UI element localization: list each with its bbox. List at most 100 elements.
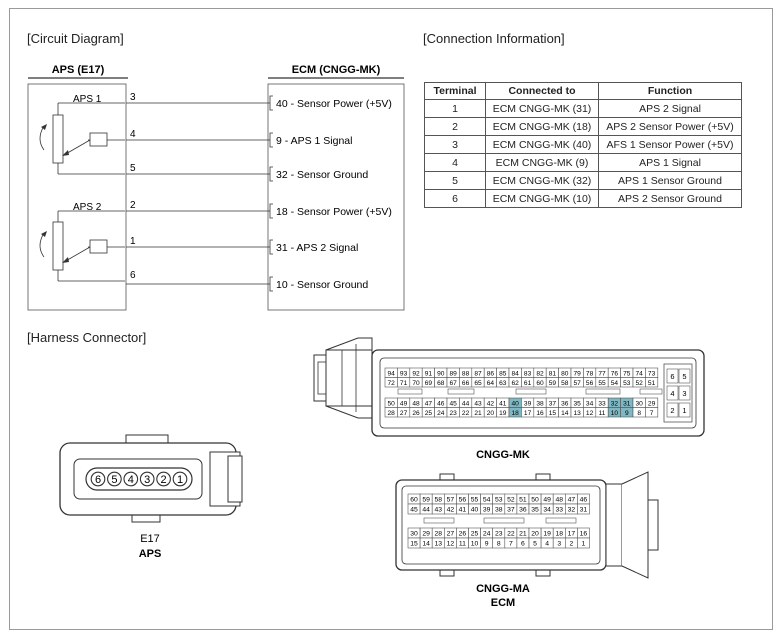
mk-pin-number: 90 [437,370,445,377]
mk-side-pin-number: 6 [670,372,674,381]
ma-pin-number: 1 [582,541,586,548]
mk-pin-number: 72 [388,380,396,387]
ma-pin-number: 48 [555,497,563,504]
ecm-pin-label: 40 - Sensor Power (+5V) [276,98,392,110]
mk-pin-number: 83 [524,370,532,377]
mk-pin-number: 39 [524,400,532,407]
header-connected-to: Connected to [485,82,599,100]
mk-pin-number: 67 [450,380,458,387]
mk-pin-number: 68 [437,380,445,387]
mk-pin-number: 89 [450,370,458,377]
ma-pin-number: 13 [434,541,442,548]
mk-side-pin-number: 5 [682,372,686,381]
mk-pin-number: 86 [487,370,495,377]
mk-pin-number: 33 [598,400,606,407]
mk-pin-number: 51 [648,380,656,387]
ma-pin-number: 41 [459,507,467,514]
ma-pin-number: 36 [519,507,527,514]
e17-pin-circle [172,471,188,487]
mk-pin-number: 36 [561,400,569,407]
mk-pin-number: 23 [450,410,458,417]
aps-pin: 5 [130,163,136,174]
e17-pin-circle [123,471,139,487]
mk-pin-number: 47 [425,400,433,407]
aps1-sensor-symbol [39,102,125,175]
ma-pin-number: 27 [447,531,455,538]
ma-pin-number: 59 [422,497,430,504]
ecm-title: ECM (CNGG-MK) [292,64,381,76]
e17-pin-number: 5 [111,474,117,486]
ma-pin-number: 20 [531,531,539,538]
mk-pin-number: 82 [536,370,544,377]
mk-pin-number: 74 [636,370,644,377]
mk-pin-cell [645,377,659,388]
mk-pin-number: 16 [536,410,544,417]
ma-pin-number: 10 [471,541,479,548]
mk-pin-number: 65 [474,380,482,387]
ma-pin-number: 49 [543,497,551,504]
mk-pin-number: 50 [388,400,396,407]
mk-pin-number: 66 [462,380,470,387]
connection-info-title: [Connection Information] [423,31,565,46]
aps-pin: 1 [130,236,136,247]
ma-pin-number: 11 [459,541,466,548]
mk-pin-number: 49 [400,400,408,407]
aps-pin: 2 [130,200,136,211]
ma-key-slot [423,517,455,524]
ma-pin-number: 24 [483,531,491,538]
ma-pin-number: 50 [531,497,539,504]
ma-pin-number: 7 [509,541,513,548]
mk-pin-number: 60 [536,380,544,387]
ma-pin-cell [577,537,590,549]
ecm-pin-label: 10 - Sensor Ground [276,279,368,291]
mk-side-pin-number: 3 [682,389,686,398]
mk-pin-number: 76 [611,370,619,377]
ma-pin-number: 45 [410,507,418,514]
mk-pin-number: 9 [625,410,629,417]
ecm-pin-label: 32 - Sensor Ground [276,169,368,181]
ma-pin-number: 38 [495,507,503,514]
mk-pin-number: 57 [574,380,582,387]
mk-pin-number: 73 [648,370,656,377]
mk-pin-number: 84 [512,370,520,377]
mk-pin-number: 22 [462,410,470,417]
mk-pin-number: 77 [598,370,606,377]
ma-pin-number: 40 [471,507,479,514]
aps-box [27,83,127,311]
mk-pin-number: 91 [425,370,433,377]
ma-pin-number: 43 [434,507,442,514]
mk-side-pin-cell [666,368,679,384]
mk-side-pin-number: 4 [670,389,674,398]
mk-pin-number: 61 [524,380,532,387]
mk-pin-number: 80 [561,370,569,377]
mk-pin-number: 64 [487,380,495,387]
harness-connector-title: [Harness Connector] [27,330,147,345]
aps2-label: APS 2 [73,202,102,213]
mk-pin-number: 52 [636,380,644,387]
header-terminal: Terminal [424,82,486,100]
mk-pin-number: 62 [512,380,520,387]
mk-side-pin-number: 2 [670,406,674,415]
ecm-pin-label: 18 - Sensor Power (+5V) [276,206,392,218]
mk-pin-number: 27 [400,410,408,417]
ma-key-slot [545,517,577,524]
ma-pin-number: 44 [422,507,430,514]
mk-pin-number: 37 [549,400,557,407]
mk-pin-number: 69 [425,380,433,387]
mk-pin-number: 8 [637,410,641,417]
mk-pin-number: 71 [400,380,408,387]
mk-pin-number: 54 [611,380,619,387]
mk-pin-number: 58 [561,380,569,387]
mk-pin-number: 70 [412,380,420,387]
mk-pin-number: 75 [623,370,631,377]
ma-pin-number: 23 [495,531,503,538]
mk-key-slot [639,388,663,395]
ma-pin-number: 57 [447,497,455,504]
